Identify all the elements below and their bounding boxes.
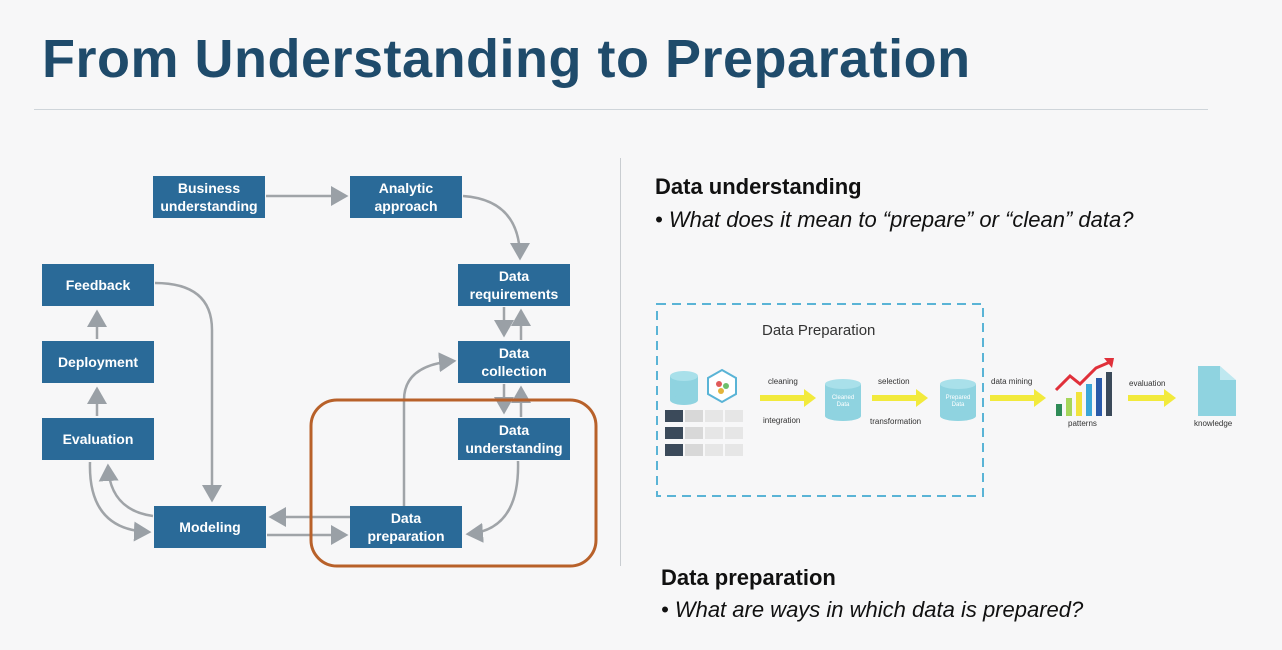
heading-data-preparation: Data preparation xyxy=(661,565,836,590)
label-cleaned-data: Cleaned Data xyxy=(831,395,855,408)
arrow-evaluation xyxy=(1128,389,1176,407)
box-data-preparation: Data preparation xyxy=(350,506,462,548)
prep-diagram-title: Data Preparation xyxy=(762,322,876,339)
label-selection: selection xyxy=(878,377,910,386)
box-data-collection: Data collection xyxy=(458,341,570,383)
box-business-understanding: Business understanding xyxy=(153,176,265,218)
label-patterns: patterns xyxy=(1068,419,1097,428)
arrow-analytic-to-requirements xyxy=(462,194,530,261)
label-evaluation: evaluation xyxy=(1129,379,1166,388)
box-analytic-approach: Analytic approach xyxy=(350,176,462,218)
arrow-data-mining xyxy=(990,389,1046,407)
arrow-selection xyxy=(872,389,928,407)
highlight-outline xyxy=(309,398,598,568)
slide-title: From Understanding to Preparation xyxy=(42,29,971,89)
prep-dashed-box xyxy=(656,303,984,497)
arrow-modeling-to-evaluation xyxy=(98,463,154,518)
label-transformation: transformation xyxy=(870,417,922,426)
patterns-chart-icon xyxy=(1054,358,1114,416)
box-feedback: Feedback xyxy=(42,264,154,306)
hexagon-logo-icon xyxy=(707,368,737,404)
arrow-understanding-to-preparation xyxy=(465,460,520,543)
bullet-data-preparation: • What are ways in which data is prepare… xyxy=(661,597,1084,622)
prepared-data-cylinder-icon xyxy=(940,379,976,421)
arrow-evaluation-to-modeling xyxy=(88,461,152,542)
box-data-requirements: Data requirements xyxy=(458,264,570,306)
heading-data-understanding: Data understanding xyxy=(655,174,862,199)
bullet-data-understanding: • What does it mean to “prepare” or “cle… xyxy=(655,207,1134,232)
box-deployment: Deployment xyxy=(42,341,154,383)
arrow-feedback-to-modeling xyxy=(154,281,222,503)
label-prepared-data: Prepared Data xyxy=(945,395,971,408)
data-table-icon xyxy=(665,410,743,456)
vertical-divider xyxy=(620,158,621,566)
box-evaluation: Evaluation xyxy=(42,418,154,460)
label-data-mining: data mining xyxy=(991,377,1033,386)
label-integration: integration xyxy=(763,416,801,425)
label-cleaning: cleaning xyxy=(768,377,798,386)
box-data-understanding: Data understanding xyxy=(458,418,570,460)
cleaned-data-cylinder-icon xyxy=(825,379,861,421)
label-knowledge: knowledge xyxy=(1194,419,1233,428)
knowledge-document-icon xyxy=(1198,366,1236,416)
title-divider xyxy=(34,109,1208,110)
database-icon xyxy=(670,371,698,405)
arrow-cleaning xyxy=(760,389,816,407)
box-modeling: Modeling xyxy=(154,506,266,548)
